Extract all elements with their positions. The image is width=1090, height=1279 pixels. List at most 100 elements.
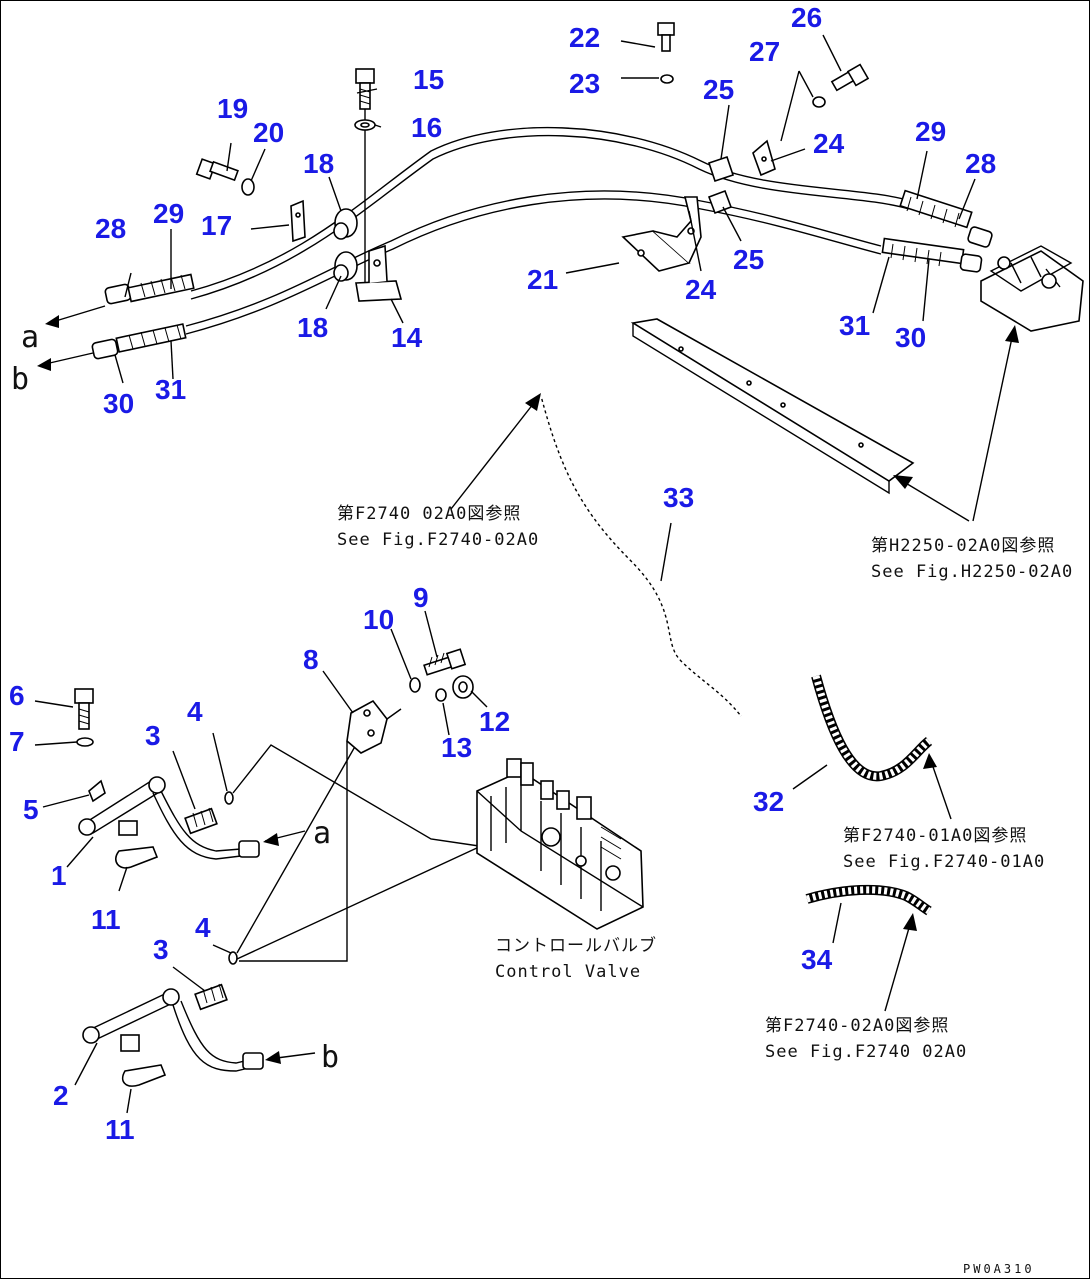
upper-hose-assembly xyxy=(37,22,1084,495)
label-control-valve-en: Control Valve xyxy=(495,962,641,982)
hose-fitting-30-31-right xyxy=(881,237,983,273)
callout-4-upper: 4 xyxy=(187,696,203,727)
callout-3-lower: 3 xyxy=(153,934,169,965)
callout-16: 16 xyxy=(411,112,442,143)
bolt-26 xyxy=(830,63,870,92)
callout-22: 22 xyxy=(569,22,600,53)
callout-25-lower: 25 xyxy=(733,244,764,275)
callout-3-upper: 3 xyxy=(145,720,161,751)
washer-16 xyxy=(354,119,376,131)
callout-26: 26 xyxy=(791,2,822,33)
ref-h2250-jp: 第H2250-02A0図参照 xyxy=(871,536,1055,556)
bracket-14 xyxy=(355,91,403,302)
callout-15: 15 xyxy=(413,64,444,95)
callout-7: 7 xyxy=(9,726,25,757)
hose-fitting-30-31-left xyxy=(91,323,187,360)
callout-33: 33 xyxy=(663,482,694,513)
reference-notes: 第F2740 02A0図参照 See Fig.F2740-02A0 第H2250… xyxy=(337,504,1073,1276)
ref-f2740-01a0-jp: 第F2740-01A0図参照 xyxy=(843,826,1027,846)
pipe-2 xyxy=(82,988,264,1072)
hose-line-a-inner xyxy=(190,134,910,300)
plate-5 xyxy=(88,779,106,803)
connector-a-top: a xyxy=(21,320,39,355)
arrow-a-top-head xyxy=(45,315,59,328)
o-ring-4-lower xyxy=(228,951,238,965)
callout-18-upper: 18 xyxy=(303,148,334,179)
washer-23 xyxy=(660,74,674,84)
callout-11-lower: 11 xyxy=(105,1114,135,1145)
bolt-15 xyxy=(355,68,375,110)
callout-32: 32 xyxy=(753,786,784,817)
callout-24-upper: 24 xyxy=(813,128,845,159)
arrow-b-bottom-head xyxy=(265,1051,281,1064)
callout-18-lower: 18 xyxy=(297,312,328,343)
connector-a-bottom: a xyxy=(313,816,331,851)
callout-5: 5 xyxy=(23,794,39,825)
hose-fitting-28-29-left xyxy=(104,273,195,305)
bolt-9 xyxy=(423,648,467,676)
hose-line-b-inner xyxy=(185,198,882,335)
pipe-1 xyxy=(78,776,260,860)
arrow-a-bottom-head xyxy=(263,833,279,846)
o-ring-4-upper xyxy=(224,791,234,805)
leader-valve-vertical xyxy=(239,741,348,962)
callout-17: 17 xyxy=(201,210,232,241)
callout-4-lower: 4 xyxy=(195,912,211,943)
hose-11-lower xyxy=(121,1064,167,1087)
connector-b-bottom: b xyxy=(321,1040,339,1075)
callout-28-right: 28 xyxy=(965,148,996,179)
clamp-18-lower xyxy=(333,251,358,282)
callout-21: 21 xyxy=(527,264,558,295)
right-valve-block xyxy=(980,245,1084,332)
callout-27: 27 xyxy=(749,36,780,67)
callout-29-left: 29 xyxy=(153,198,184,229)
washer-27 xyxy=(812,96,826,108)
callout-31-left: 31 xyxy=(155,374,186,405)
fitting-3-upper xyxy=(184,807,218,835)
arrow-b-top-head xyxy=(37,358,51,371)
drawing-code: PW0A310 xyxy=(963,1262,1035,1276)
ref-f2740-02a0b-jp: 第F2740-02A0図参照 xyxy=(765,1016,949,1036)
ref-f2740-02a0-jp: 第F2740 02A0図参照 xyxy=(337,504,521,524)
ref-h2250-en: See Fig.H2250-02A0 xyxy=(871,562,1073,582)
connector-b-top: b xyxy=(11,362,29,397)
clamp-25-upper xyxy=(707,155,735,183)
bolt-22 xyxy=(657,22,675,52)
plate-24-upper xyxy=(752,139,776,177)
reference-leaders xyxy=(450,325,1019,1012)
bracket-21 xyxy=(621,196,702,272)
callout-30-right: 30 xyxy=(895,322,926,353)
hose-11-upper xyxy=(115,846,159,869)
nut-12 xyxy=(452,675,474,699)
callout-9: 9 xyxy=(413,582,429,613)
washer-13 xyxy=(435,688,447,702)
washer-10 xyxy=(409,677,421,693)
callout-numbers: 22 23 15 16 19 20 17 18 18 14 28 29 30 3… xyxy=(9,2,996,1145)
callout-30-left: 30 xyxy=(103,388,134,419)
callout-8: 8 xyxy=(303,644,319,675)
callout-2: 2 xyxy=(53,1080,69,1111)
plate-8 xyxy=(346,699,402,754)
ref-f2740-02a0-en: See Fig.F2740-02A0 xyxy=(337,530,539,550)
bolt-19 xyxy=(195,158,239,182)
support-bar xyxy=(630,318,915,495)
hose-fitting-28-29-right xyxy=(899,189,993,248)
control-valve xyxy=(476,758,644,930)
hose-line-a xyxy=(190,126,912,292)
plate-17 xyxy=(290,199,306,243)
callout-34: 34 xyxy=(801,944,833,975)
washer-20 xyxy=(241,178,255,196)
callout-23: 23 xyxy=(569,68,600,99)
callout-11-upper: 11 xyxy=(91,904,121,935)
fitting-3-lower xyxy=(194,983,228,1011)
callout-28-left: 28 xyxy=(95,213,126,244)
leader-valve-upper xyxy=(232,744,480,847)
label-control-valve-jp: コントロールバルブ xyxy=(495,935,657,956)
callout-14: 14 xyxy=(391,322,423,353)
hose-line-b xyxy=(185,190,882,327)
spiral-guard-33 xyxy=(537,395,744,719)
lower-hose-assembly xyxy=(74,648,644,1087)
callout-6: 6 xyxy=(9,680,25,711)
